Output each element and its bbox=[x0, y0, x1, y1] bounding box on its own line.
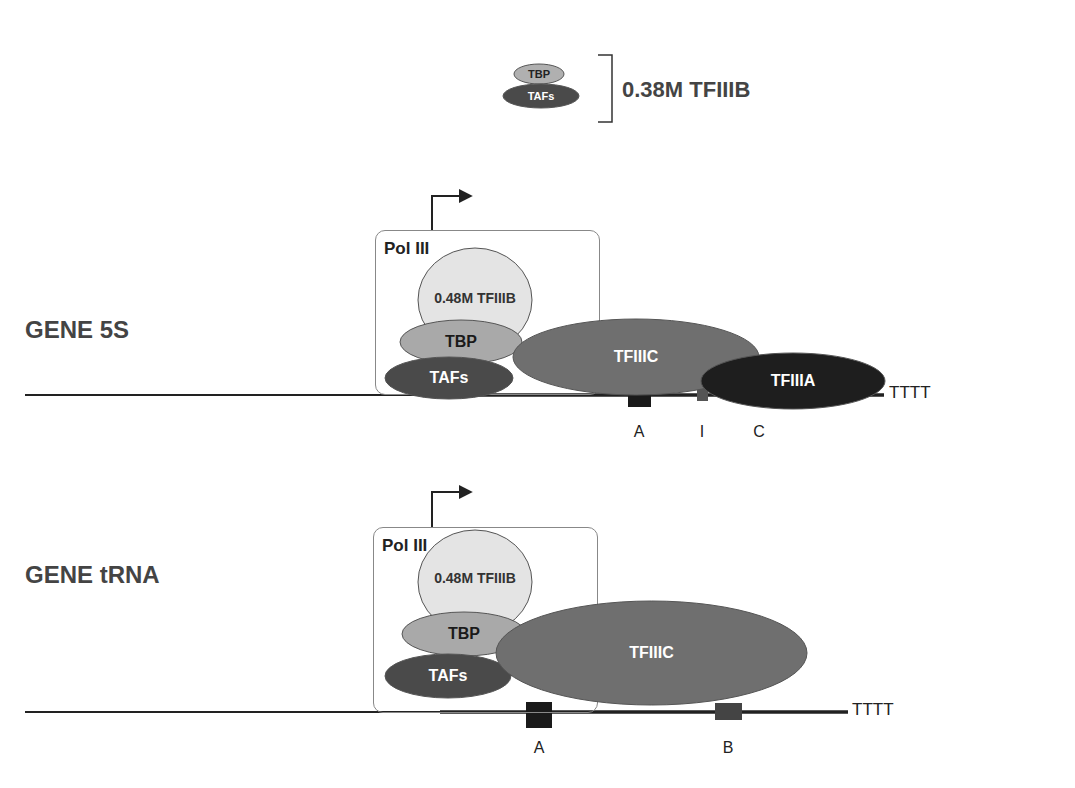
node-label: TFIIIC bbox=[614, 348, 658, 366]
text-holder: TAFs bbox=[502, 83, 580, 109]
gene-label: GENE 5S bbox=[25, 316, 129, 344]
text-holder: TBP bbox=[513, 63, 565, 85]
ellipse-outline bbox=[514, 64, 564, 84]
text-holder: TAFs bbox=[384, 653, 512, 699]
ellipse-outline bbox=[503, 84, 579, 108]
node-label: 0.48M TFIIIB bbox=[434, 570, 516, 586]
element-label: B bbox=[723, 739, 734, 757]
text-holder: TFIIIC bbox=[495, 600, 808, 706]
node-label: Pol III bbox=[382, 536, 427, 556]
element-label: C bbox=[753, 423, 765, 441]
tbp-ellipse: TBP bbox=[513, 63, 565, 85]
promoter-box bbox=[526, 702, 552, 728]
tafs-ellipse: TAFs bbox=[384, 356, 514, 400]
gene-body bbox=[440, 710, 848, 714]
element-label: I bbox=[700, 423, 704, 441]
bracket bbox=[598, 55, 612, 122]
node-label: TFIIIC bbox=[629, 644, 673, 662]
node-label: TBP bbox=[528, 68, 550, 80]
node-label: TAFs bbox=[528, 90, 555, 102]
complex-label: 0.38M TFIIIB bbox=[622, 77, 750, 103]
promoter-box bbox=[715, 703, 742, 720]
ellipse-outline bbox=[496, 601, 807, 705]
element-label: A bbox=[534, 739, 545, 757]
start-arrow bbox=[432, 492, 470, 527]
node-label: TFIIIA bbox=[771, 372, 815, 390]
node-label: 0.48M TFIIIB bbox=[434, 290, 516, 306]
start-arrow bbox=[432, 196, 470, 230]
node-label: TBP bbox=[445, 333, 477, 351]
tfiiic-ellipse: TFIIIC bbox=[495, 600, 808, 706]
ellipse-outline bbox=[385, 654, 511, 698]
tfiiia-ellipse: TFIIIA bbox=[700, 352, 886, 410]
terminator-label: TTTT bbox=[889, 383, 931, 403]
node-label: TBP bbox=[448, 625, 480, 643]
node-label: TAFs bbox=[430, 369, 469, 387]
tafs-ellipse: TAFs bbox=[384, 653, 512, 699]
node-label: Pol III bbox=[384, 239, 429, 259]
element-label: A bbox=[634, 423, 645, 441]
text-holder: TAFs bbox=[384, 356, 514, 400]
node-label: TAFs bbox=[429, 667, 468, 685]
tafs-ellipse: TAFs bbox=[502, 83, 580, 109]
text-holder: TFIIIA bbox=[700, 352, 886, 410]
gene-label: GENE tRNA bbox=[25, 561, 160, 589]
terminator-label: TTTT bbox=[852, 700, 894, 720]
ellipse-outline bbox=[385, 357, 513, 399]
ellipse-outline bbox=[701, 353, 885, 409]
